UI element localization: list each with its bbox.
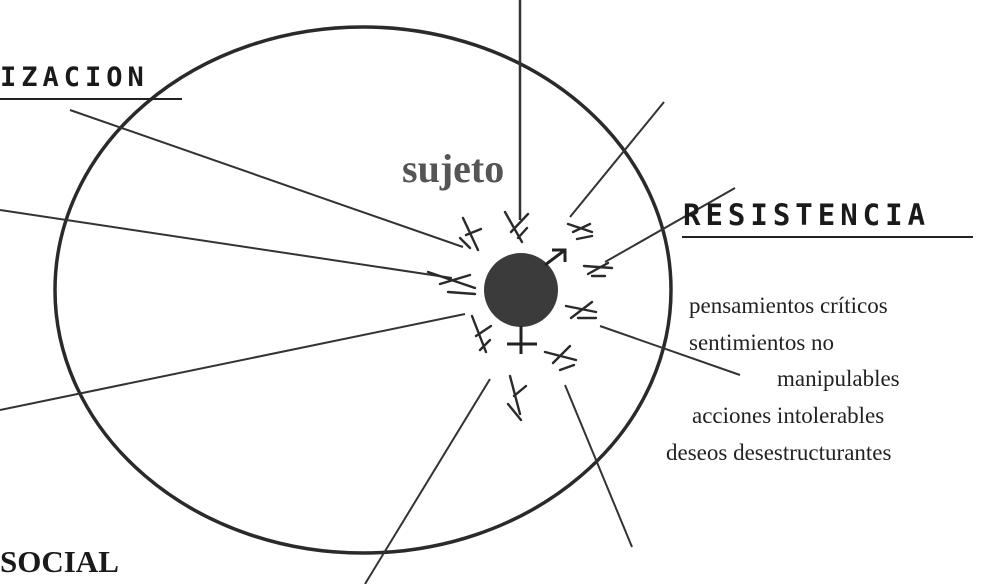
resistencia-item-pensamientos: pensamientos críticos [689, 293, 888, 319]
resistencia-underline [682, 236, 973, 238]
resistencia-item-deseos: deseos desestructurantes [666, 440, 891, 466]
resistencia-item-sentimientos: sentimientos no [689, 330, 834, 356]
line-bottom-right [565, 385, 632, 547]
arrowhead-mark [584, 263, 612, 276]
arrowhead-mark [568, 224, 592, 239]
arrowhead-mark [472, 316, 491, 352]
arrowhead-mark [545, 346, 576, 370]
outer-ellipse [55, 27, 671, 553]
label-sujeto: sujeto [402, 145, 504, 192]
line-bottom-left [365, 379, 490, 584]
arrowhead-mark [428, 272, 475, 294]
label-resistencia: RESISTENCIA [683, 198, 930, 232]
label-social: SOCIAL [0, 544, 119, 580]
arrowhead-mark [566, 302, 596, 318]
line-left-lower [0, 314, 465, 410]
resistencia-item-acciones: acciones intolerables [692, 403, 884, 429]
resistencia-item-manipulables: manipulables [777, 366, 900, 392]
arrowhead-mark [505, 212, 528, 242]
line-top-right [570, 102, 664, 217]
arrowhead-mark [460, 218, 481, 250]
arrowhead-mark [508, 376, 526, 420]
label-izacion: IZACION [0, 62, 149, 93]
izacion-underline [0, 98, 182, 100]
mars-symbol-shaft [545, 250, 565, 265]
